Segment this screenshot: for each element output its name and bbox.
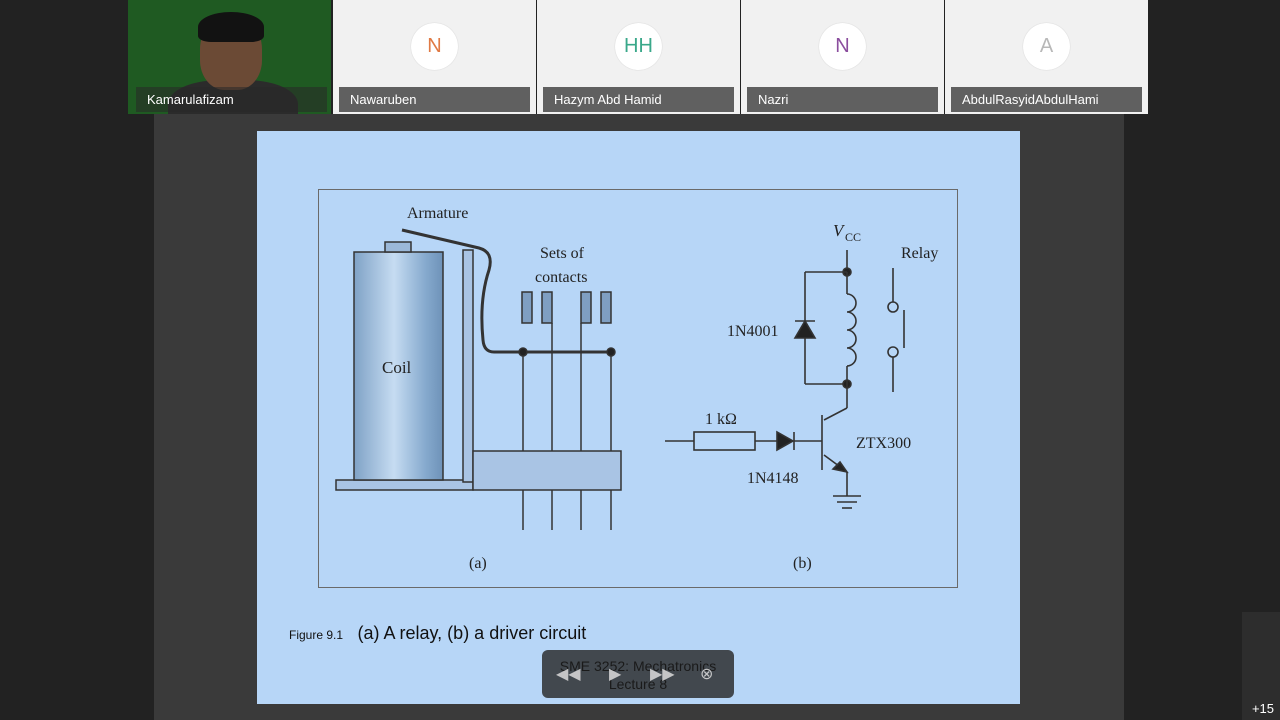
caption-number: Figure 9.1 (289, 628, 344, 642)
coil-body (353, 251, 444, 481)
label-vcc-subscript: CC (845, 230, 861, 244)
avatar: A (1023, 23, 1070, 70)
contact-block (472, 450, 622, 491)
avatar: HH (615, 23, 662, 70)
participant-name: Hazym Abd Hamid (543, 87, 734, 112)
participant-name: Nawaruben (339, 87, 530, 112)
label-resistor: 1 kΩ (705, 411, 737, 428)
participant-tile[interactable]: N Nazri (741, 0, 944, 114)
contact (521, 291, 533, 324)
participant-strip: Kamarulafizam N Nawaruben HH Hazym Abd H… (128, 0, 1150, 114)
label-1n4001: 1N4001 (727, 323, 779, 340)
participant-tile[interactable]: A AbdulRasyidAbdulHami (945, 0, 1148, 114)
contact (600, 291, 612, 324)
label-sets-of: Sets of (540, 245, 585, 262)
contact (541, 291, 553, 324)
presentation-slide: Armature Sets of contacts Coil (a) (b) V… (257, 131, 1020, 704)
relay-frame (462, 249, 474, 483)
label-1n4148: 1N4148 (747, 470, 799, 487)
label-vcc: V (833, 221, 846, 240)
relay-figure: Armature Sets of contacts Coil (a) (b) V… (335, 205, 938, 572)
participant-tile[interactable]: HH Hazym Abd Hamid (537, 0, 740, 114)
label-coil: Coil (382, 358, 412, 377)
figure-frame: Armature Sets of contacts Coil (a) (b) V… (318, 189, 958, 588)
label-b: (b) (793, 555, 812, 572)
label-contacts: contacts (535, 269, 587, 286)
rewind-icon[interactable]: ◀◀ (556, 666, 581, 683)
label-armature: Armature (407, 205, 468, 222)
label-a: (a) (469, 555, 487, 572)
participant-video-hair (198, 12, 264, 42)
play-icon[interactable]: ▶ (609, 666, 622, 683)
relay-base (335, 479, 474, 491)
controls-subtitle: Lecture 8 (608, 676, 668, 692)
figure-caption: Figure 9.1 (a) A relay, (b) a driver cir… (289, 623, 586, 644)
close-icon[interactable]: ⊗ (700, 666, 714, 683)
label-ztx300: ZTX300 (856, 435, 911, 452)
controls-title: SME 3252: Mechatronics (559, 658, 717, 674)
media-controls: SME 3252: Mechatronics Lecture 8 ◀◀ ▶ ▶▶… (542, 650, 734, 698)
participant-name: Nazri (747, 87, 938, 112)
fast-forward-icon[interactable]: ▶▶ (650, 666, 675, 683)
avatar: N (411, 23, 458, 70)
contact (580, 291, 592, 324)
armature-arm (401, 228, 611, 354)
participant-name: Kamarulafizam (136, 87, 327, 112)
coil-core-cap (384, 241, 412, 253)
caption-title: (a) A relay, (b) a driver circuit (357, 623, 587, 643)
avatar: N (819, 23, 866, 70)
participant-name: AbdulRasyidAbdulHami (951, 87, 1142, 112)
participant-tile[interactable]: N Nawaruben (333, 0, 536, 114)
participant-tile-video[interactable]: Kamarulafizam (128, 0, 331, 114)
label-relay: Relay (901, 245, 938, 262)
participant-overflow-panel[interactable]: +15 (1242, 612, 1280, 720)
more-participants-count: +15 (1251, 701, 1274, 716)
